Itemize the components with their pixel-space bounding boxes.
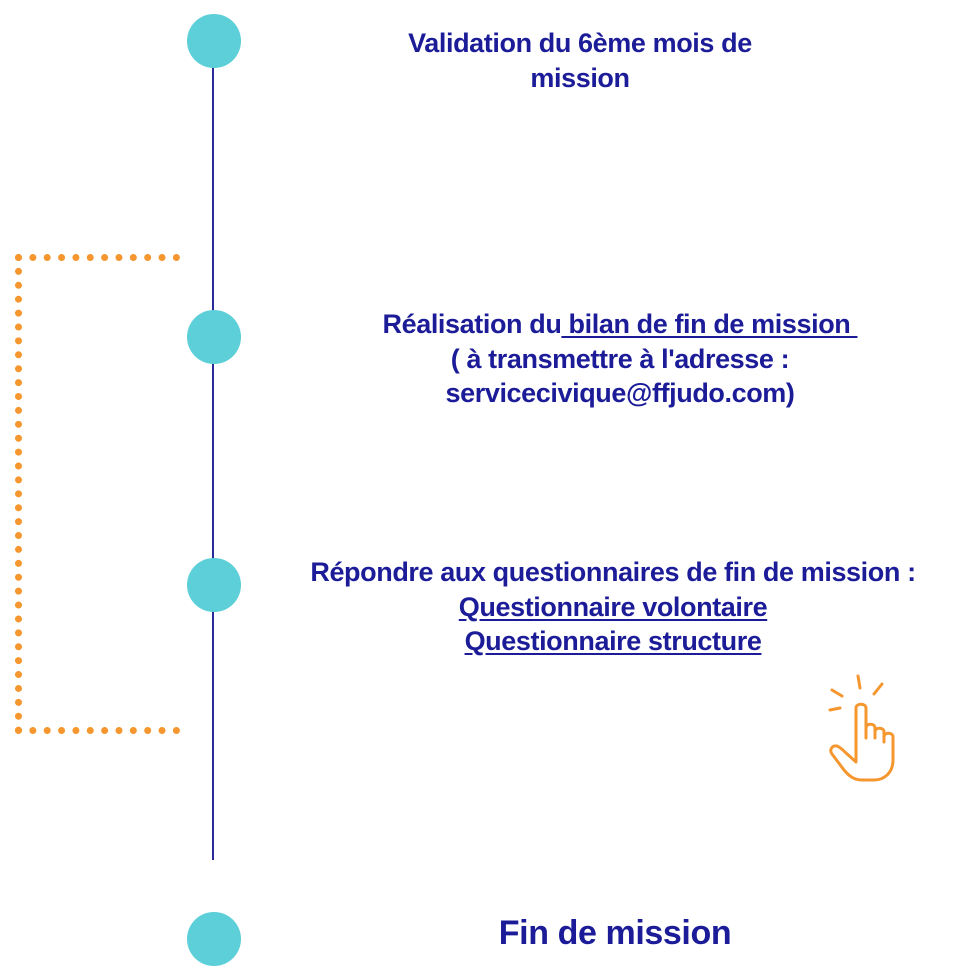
step-end-of-mission-report: Réalisation du bilan de fin de mission (… <box>330 307 910 411</box>
step-2-line-2: ( à transmettre à l'adresse : <box>450 343 790 374</box>
timeline-node-3 <box>187 558 241 612</box>
questionnaire-volontaire-link[interactable]: Questionnaire volontaire <box>458 591 768 622</box>
orange-dotted-bracket <box>15 254 180 734</box>
step-validation-6th-month: Validation du 6ème mois de mission <box>360 26 800 95</box>
step-4-line-1: Fin de mission <box>498 914 732 952</box>
pointing-hand-click-icon <box>822 672 908 784</box>
step-2-prefix: Réalisation du <box>382 309 562 339</box>
timeline-node-1 <box>187 14 241 68</box>
questionnaire-structure-link[interactable]: Questionnaire structure <box>464 626 762 657</box>
timeline-line <box>212 40 214 860</box>
step-questionnaires: Répondre aux questionnaires de fin de mi… <box>250 555 976 659</box>
questionnaire-volontaire-line: Questionnaire volontaire <box>250 590 976 625</box>
bilan-de-fin-de-mission-link[interactable]: bilan de fin de mission <box>561 309 858 339</box>
step-1-line-2: mission <box>530 62 630 93</box>
step-end-of-mission: Fin de mission <box>440 912 790 956</box>
step-3-line-1: Répondre aux questionnaires de fin de mi… <box>310 557 916 587</box>
step-1-line-1: Validation du 6ème mois de <box>408 28 752 58</box>
questionnaire-structure-line: Questionnaire structure <box>250 624 976 659</box>
step-2-line-3: servicecivique@ffjudo.com) <box>445 378 795 409</box>
timeline-node-4 <box>187 912 241 966</box>
step-2-line-1: Réalisation du bilan de fin de mission <box>330 307 910 342</box>
timeline-node-2 <box>187 310 241 364</box>
